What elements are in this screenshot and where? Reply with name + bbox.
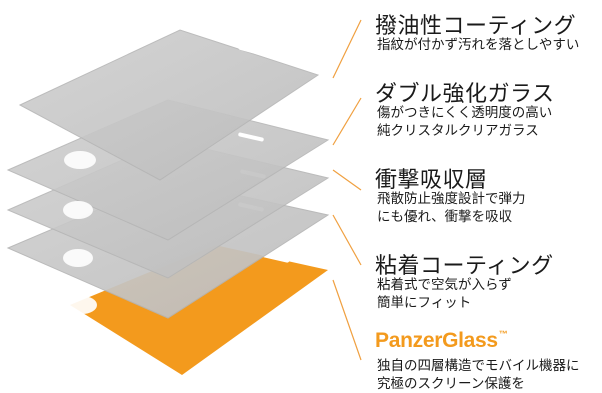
leader-line xyxy=(332,214,362,266)
feature-desc-oleophobic-line1: 指紋が付かず汚れを落としやすい xyxy=(377,37,580,53)
feature-desc-double-tempered-line2: 純クリスタルクリアガラス xyxy=(377,123,539,139)
home-button-hole xyxy=(63,249,93,267)
brand-desc-line2: 究極のスクリーン保護を xyxy=(377,376,525,392)
speaker-slot xyxy=(238,132,264,142)
leader-line xyxy=(332,169,362,191)
feature-desc-double-tempered-line1: 傷がつきにくく透明度の高い xyxy=(377,105,553,121)
brand-name: PanzerGlass xyxy=(375,329,498,352)
home-button-hole xyxy=(63,201,93,219)
speaker-slot xyxy=(262,252,290,263)
feature-title-double-tempered: ダブル強化ガラス xyxy=(375,82,555,107)
feature-title-oleophobic: 撥油性コーティング xyxy=(375,14,577,39)
feature-desc-shock-absorb-line2: にも優れ、衝撃を吸収 xyxy=(377,209,513,225)
home-button-hole xyxy=(64,151,96,169)
brand-logo: PanzerGlass™ xyxy=(375,329,508,353)
leader-lines xyxy=(332,19,362,361)
glass-layer-orange xyxy=(68,245,328,375)
feature-title-adhesive: 粘着コーティング xyxy=(375,254,554,279)
brand-desc-line1: 独自の四層構造でモバイル機器に xyxy=(377,358,580,374)
leader-line xyxy=(332,97,362,146)
brand-trademark: ™ xyxy=(498,329,508,339)
feature-desc-adhesive-line1: 粘着式で空気が入らず xyxy=(377,277,512,293)
speaker-slot xyxy=(238,45,266,56)
feature-desc-shock-absorb-line1: 飛散防止強度設計で弾力 xyxy=(377,191,526,207)
leader-line xyxy=(332,19,362,79)
home-button-hole xyxy=(67,296,97,314)
feature-desc-adhesive-line2: 簡単にフィット xyxy=(377,295,472,311)
home-button-hole xyxy=(68,342,102,362)
glass-layer-1 xyxy=(18,29,320,181)
feature-title-shock-absorb: 衝撃吸収層 xyxy=(375,168,488,193)
leader-line xyxy=(332,279,362,361)
